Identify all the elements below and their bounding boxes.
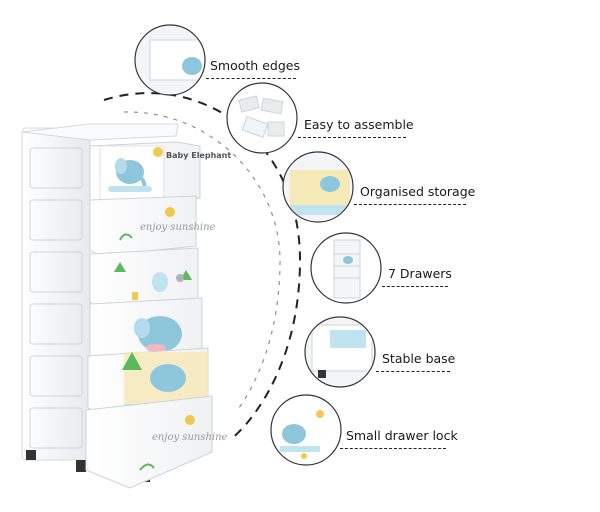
- thumb-stable-base: [304, 316, 376, 388]
- feature-underline: [298, 137, 406, 138]
- drawer-6: enjoy sunshine: [85, 395, 228, 489]
- feature-underline: [340, 448, 446, 449]
- thumb-7-drawers: [310, 232, 382, 304]
- thumb-drawer-lock: [270, 394, 342, 466]
- feature-underline: [376, 371, 450, 372]
- feature-underline: [354, 204, 466, 205]
- drawer-1: Baby Elephant: [89, 141, 231, 209]
- feature-label-drawer-lock: Small drawer lock: [346, 428, 458, 443]
- drawer-2: enjoy sunshine: [89, 195, 216, 257]
- thumb-smooth-edges: [134, 24, 206, 96]
- feature-underline: [382, 286, 448, 287]
- feature-label-smooth-edges: Smooth edges: [210, 58, 300, 73]
- dashed-arc-inner: [123, 111, 281, 413]
- thumb-easy-assemble: [226, 82, 298, 154]
- feature-label-7-drawers: 7 Drawers: [388, 266, 452, 281]
- drawer-art-sunshine-2: enjoy sunshine: [152, 432, 228, 443]
- feature-label-stable-base: Stable base: [382, 351, 456, 366]
- drawer-art-title: Baby Elephant: [166, 151, 231, 160]
- dashed-arc: [103, 92, 302, 441]
- feature-underline: [206, 78, 296, 79]
- thumb-organised-storage: [282, 151, 354, 223]
- cabinet-body: [21, 123, 179, 482]
- drawer-art-sunshine: enjoy sunshine: [140, 222, 216, 233]
- feature-label-easy-assemble: Easy to assemble: [304, 117, 414, 132]
- feature-label-organised-storage: Organised storage: [360, 184, 476, 199]
